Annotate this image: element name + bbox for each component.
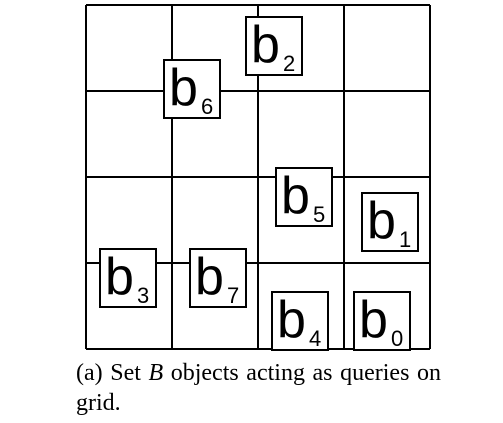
object-subscript: 5 — [313, 202, 325, 227]
object-box — [275, 167, 333, 227]
object-letter: b — [169, 59, 198, 117]
object-letter: b — [367, 192, 396, 250]
figure-caption: (a) Set B objects acting as queries on g… — [76, 358, 441, 418]
object-subscript: 3 — [137, 283, 149, 308]
object-letter: b — [277, 291, 306, 349]
object-box — [189, 248, 247, 308]
object-box — [163, 59, 221, 119]
object-box — [245, 16, 303, 76]
object-subscript: 1 — [399, 227, 411, 252]
object-subscript: 4 — [309, 326, 321, 351]
object-subscript: 0 — [391, 326, 403, 351]
caption-suffix: objects acting as queries on grid. — [76, 360, 441, 416]
object-subscript: 7 — [227, 283, 239, 308]
object-letter: b — [105, 248, 134, 306]
object-subscript: 6 — [201, 94, 213, 119]
object-letter: b — [195, 248, 224, 306]
object-letter: b — [281, 167, 310, 225]
caption-prefix: (a) Set — [76, 360, 149, 386]
object-box — [361, 192, 419, 252]
object-box — [99, 248, 157, 308]
object-subscript: 2 — [283, 51, 295, 76]
object-letter: b — [251, 16, 280, 74]
object-box — [353, 291, 411, 351]
object-box — [271, 291, 329, 351]
caption-set-symbol: B — [148, 360, 164, 386]
object-letter: b — [359, 291, 388, 349]
